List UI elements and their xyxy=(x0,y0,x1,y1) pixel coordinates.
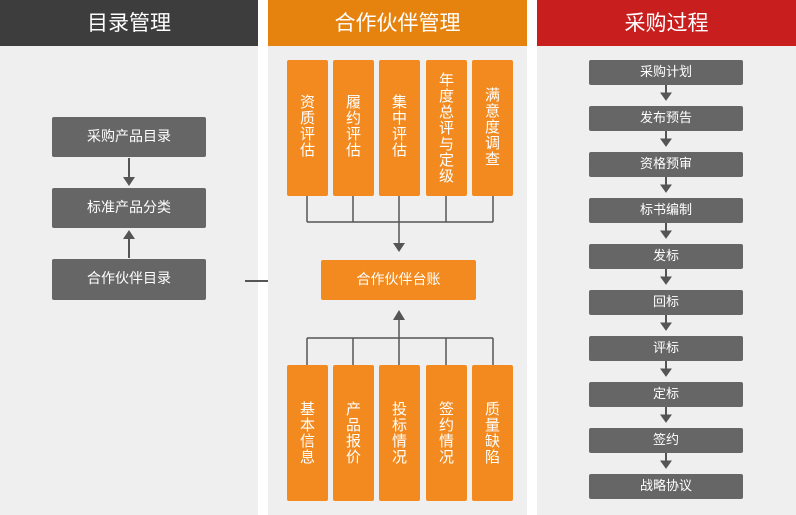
catalog-item-standard-classification: 标准产品分类 xyxy=(52,188,206,228)
procurement-step: 发布预告 xyxy=(589,106,743,131)
partner-top-label: 履约评估 xyxy=(345,93,361,159)
partner-top-label: 集中评估 xyxy=(391,93,407,159)
partner-header: 合作伙伴管理 xyxy=(268,0,527,46)
procurement-step: 标书编制 xyxy=(589,198,743,223)
procurement-step: 资格预审 xyxy=(589,152,743,177)
partner-bottom-label: 产品报价 xyxy=(345,400,361,466)
partner-bottom-box: 质量缺陷 xyxy=(472,365,513,501)
partner-top-box: 履约评估 xyxy=(333,60,374,196)
partner-top-box: 集中评估 xyxy=(379,60,420,196)
arrow-down-icon xyxy=(393,243,405,252)
partner-connectors xyxy=(306,196,494,365)
procurement-step: 定标 xyxy=(589,382,743,407)
catalog-item-partner-directory: 合作伙伴目录 xyxy=(52,259,206,300)
arrow-up-icon xyxy=(123,230,135,258)
procurement-step: 评标 xyxy=(589,336,743,361)
procurement-step: 签约 xyxy=(589,428,743,453)
arrow-down-icon xyxy=(660,85,672,469)
procurement-step: 战略协议 xyxy=(589,474,743,499)
catalog-item-procurement-products: 采购产品目录 xyxy=(52,117,206,157)
procurement-header: 采购过程 xyxy=(537,0,796,46)
partner-bottom-label: 签约情况 xyxy=(438,400,454,466)
partner-top-label: 年度总评与定级 xyxy=(438,71,454,185)
partner-bottom-box: 签约情况 xyxy=(426,365,467,501)
catalog-header: 目录管理 xyxy=(0,0,258,46)
procurement-step: 回标 xyxy=(589,290,743,315)
partner-top-label: 资质评估 xyxy=(299,93,315,159)
procurement-step: 采购计划 xyxy=(589,60,743,85)
procurement-arrows xyxy=(660,85,672,469)
procurement-step: 发标 xyxy=(589,244,743,269)
partner-bottom-box: 基本信息 xyxy=(287,365,328,501)
partner-bottom-box: 产品报价 xyxy=(333,365,374,501)
partner-bottom-label: 投标情况 xyxy=(391,400,407,466)
partner-top-box: 年度总评与定级 xyxy=(426,60,467,196)
catalog-panel: 目录管理 采购产品目录 标准产品分类 合作伙伴目录 xyxy=(0,0,258,515)
procurement-panel: 采购过程 采购计划 发布预告 资格预审 标书编制 发标 回标 评标 定标 签约 … xyxy=(537,0,796,515)
partner-bottom-box: 投标情况 xyxy=(379,365,420,501)
partner-top-box: 资质评估 xyxy=(287,60,328,196)
partner-top-label: 满意度调查 xyxy=(484,86,500,168)
partner-top-box: 满意度调查 xyxy=(472,60,513,196)
partner-bottom-label: 基本信息 xyxy=(299,400,315,466)
arrow-down-icon xyxy=(123,158,135,186)
partner-panel: 合作伙伴管理 资质评估 履约评估 集中评估 年度总评与定级 满意度调查 合作伙伴… xyxy=(268,0,527,515)
partner-ledger-box: 合作伙伴台账 xyxy=(321,260,476,300)
catalog-arrows xyxy=(123,158,135,258)
arrow-up-icon xyxy=(393,310,405,320)
partner-bottom-label: 质量缺陷 xyxy=(484,400,500,466)
